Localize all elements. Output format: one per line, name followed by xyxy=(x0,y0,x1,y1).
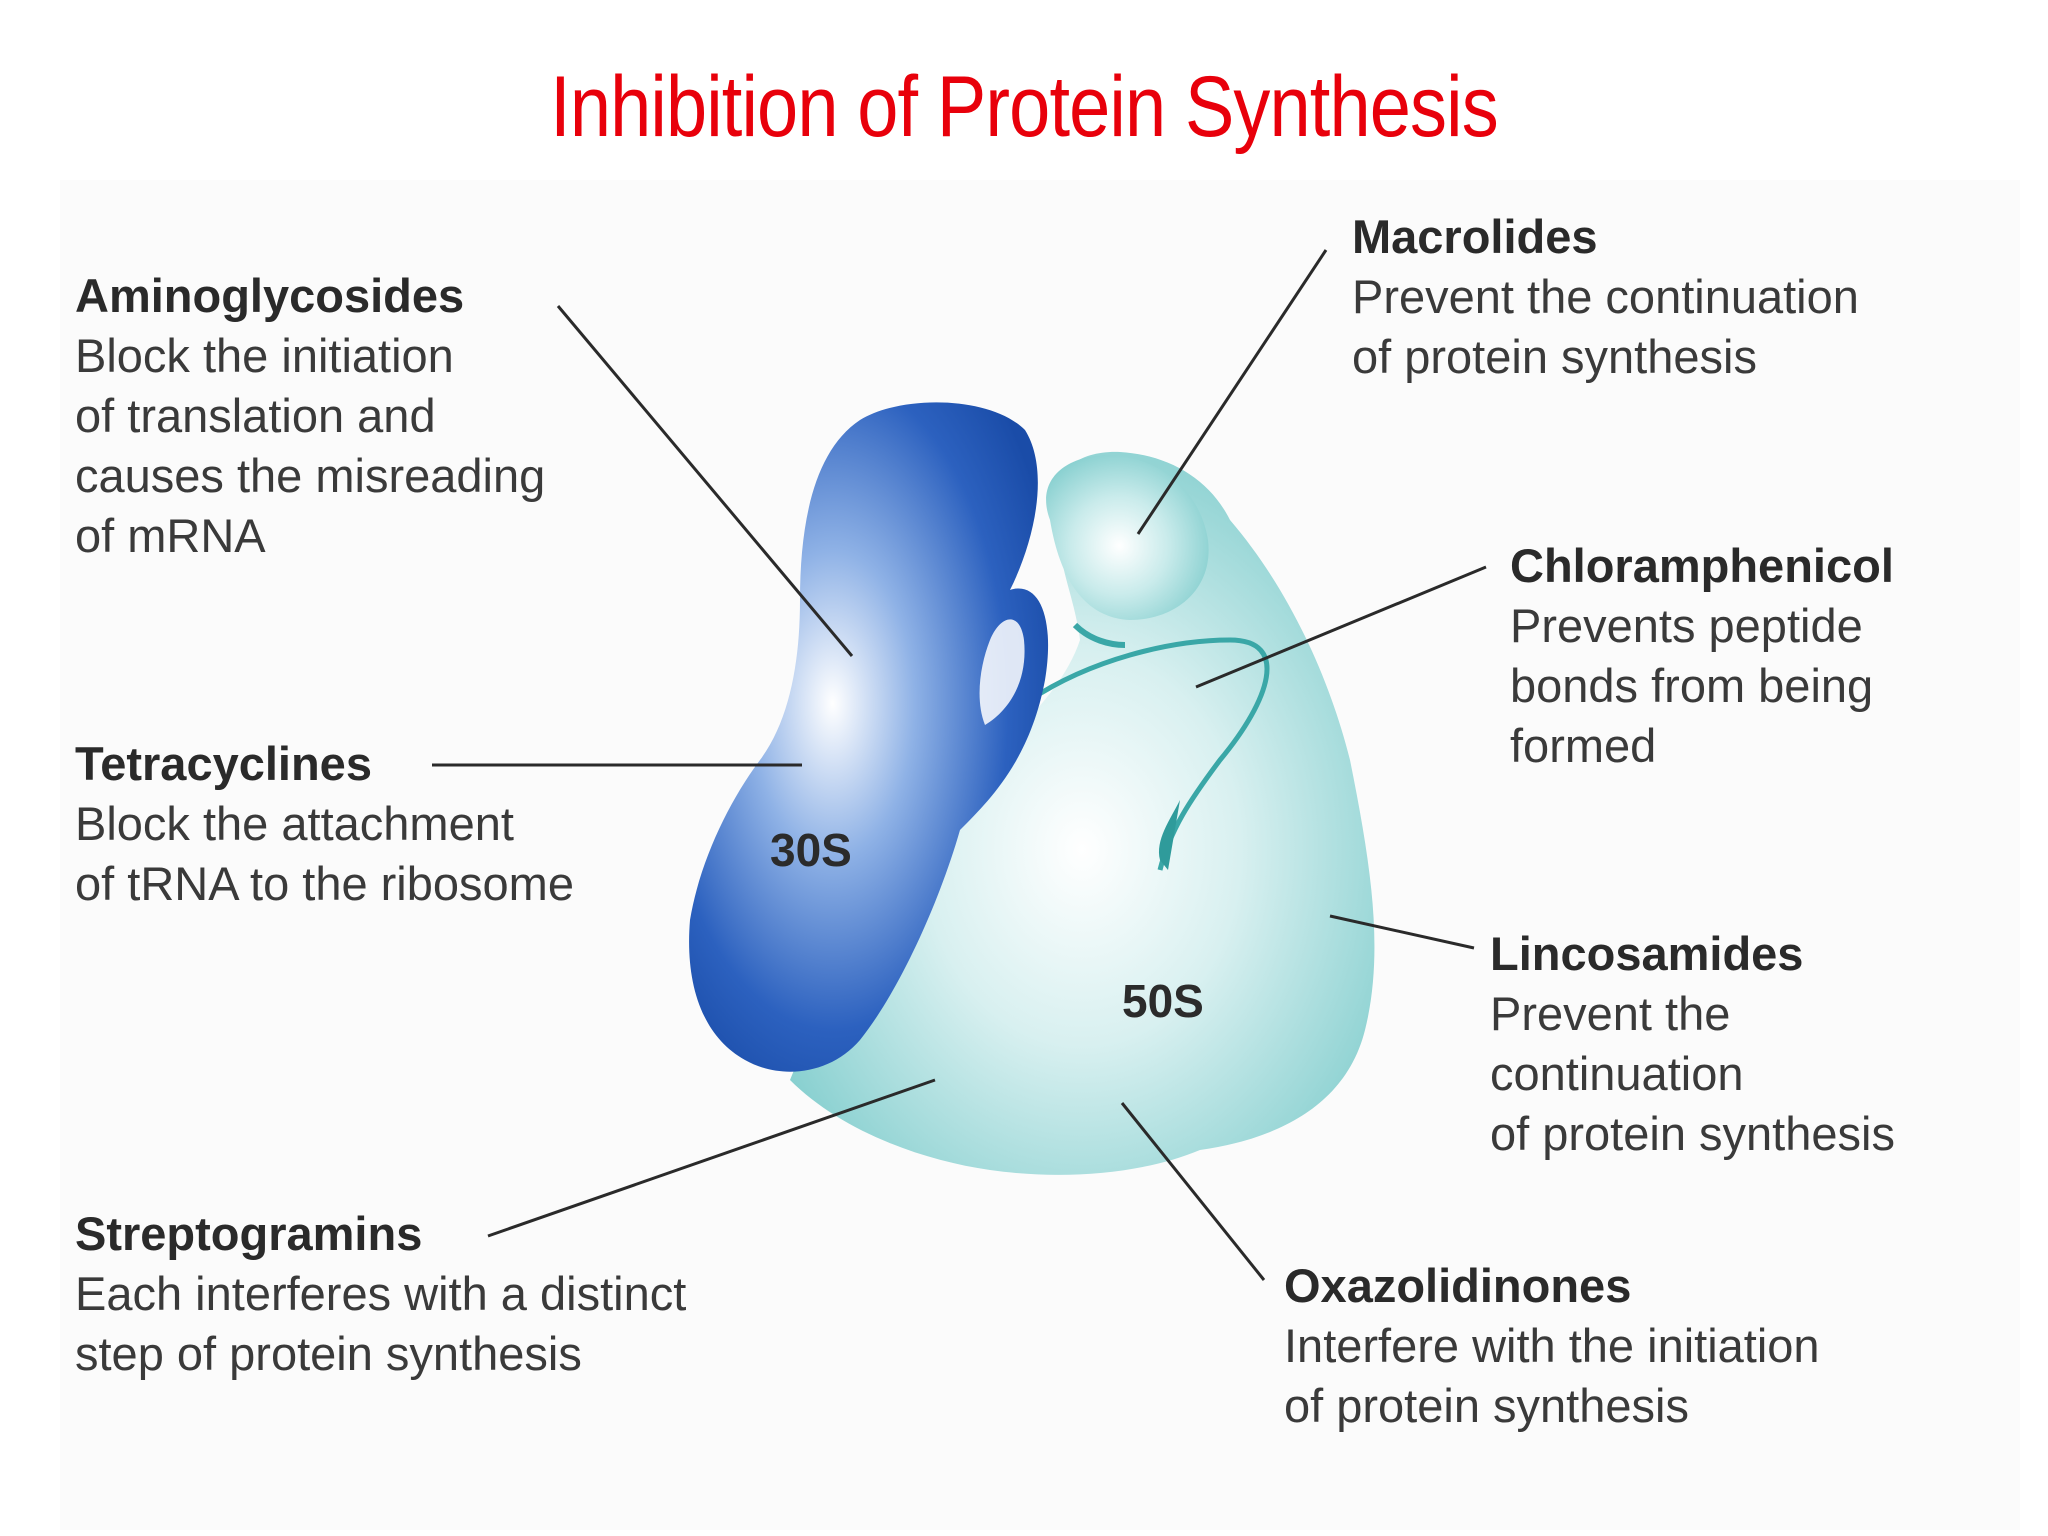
large-subunit-label: 50S xyxy=(1122,975,1204,1027)
small-subunit-30s-shape xyxy=(689,402,1049,1072)
callout-line: Prevent the continuation xyxy=(1352,270,1859,323)
callout-line: Prevent the xyxy=(1490,987,1731,1040)
callout-line: Block the initiation xyxy=(75,329,454,382)
callout-chloramphenicol: Chloramphenicol Prevents peptide bonds f… xyxy=(1510,536,1894,776)
callout-line: Interfere with the initiation xyxy=(1284,1319,1820,1372)
callout-line: bonds from being xyxy=(1510,659,1874,712)
callout-line: of protein synthesis xyxy=(1352,330,1757,383)
callout-streptogramins: Streptogramins Each interferes with a di… xyxy=(75,1204,686,1384)
callout-line: of protein synthesis xyxy=(1284,1379,1689,1432)
callout-line: of tRNA to the ribosome xyxy=(75,857,574,910)
callout-lincosamides: Lincosamides Prevent the continuation of… xyxy=(1490,924,1895,1164)
small-subunit-cleft-shape xyxy=(979,619,1025,725)
callout-line: of translation and xyxy=(75,389,436,442)
callout-title: Tetracyclines xyxy=(75,737,372,790)
callout-line: Block the attachment xyxy=(75,797,514,850)
callout-oxazolidinones: Oxazolidinones Interfere with the initia… xyxy=(1284,1256,1820,1436)
exit-tunnel-shape xyxy=(1159,800,1180,870)
small-subunit-label: 30S xyxy=(770,824,852,876)
callout-title: Oxazolidinones xyxy=(1284,1259,1632,1312)
callout-title: Macrolides xyxy=(1352,210,1598,263)
callout-line: continuation xyxy=(1490,1047,1744,1100)
trna-ridge-shape xyxy=(1028,637,1270,871)
callout-aminoglycosides: Aminoglycosides Block the initiation of … xyxy=(75,266,545,566)
streptogramins-leader-line xyxy=(487,1078,936,1238)
callout-title: Streptogramins xyxy=(75,1207,423,1260)
chloramphenicol-leader-line xyxy=(1195,565,1487,689)
callout-line: formed xyxy=(1510,719,1657,772)
callout-line: step of protein synthesis xyxy=(75,1327,582,1380)
callout-line: of protein synthesis xyxy=(1490,1107,1895,1160)
callout-title: Chloramphenicol xyxy=(1510,539,1894,592)
callout-line: Prevents peptide xyxy=(1510,599,1863,652)
macrolides-leader-line xyxy=(1136,249,1328,535)
connector-stalk-shape xyxy=(1072,622,1126,648)
callout-title: Aminoglycosides xyxy=(75,269,465,322)
slide-title: Inhibition of Protein Synthesis xyxy=(550,59,1499,155)
aminoglycosides-leader-line xyxy=(556,305,854,657)
callout-line: Each interferes with a distinct xyxy=(75,1267,687,1320)
callout-title: Lincosamides xyxy=(1490,927,1804,980)
large-subunit-50s-shape xyxy=(790,451,1375,1175)
callout-line: of mRNA xyxy=(75,509,266,562)
oxazolidinones-leader-line xyxy=(1120,1102,1266,1281)
callout-tetracyclines: Tetracyclines Block the attachment of tR… xyxy=(75,734,574,914)
callout-macrolides: Macrolides Prevent the continuation of p… xyxy=(1352,207,1859,387)
lincosamides-leader-line xyxy=(1329,914,1475,950)
callout-line: causes the misreading xyxy=(75,449,546,502)
large-subunit-head-shape xyxy=(1046,455,1209,620)
